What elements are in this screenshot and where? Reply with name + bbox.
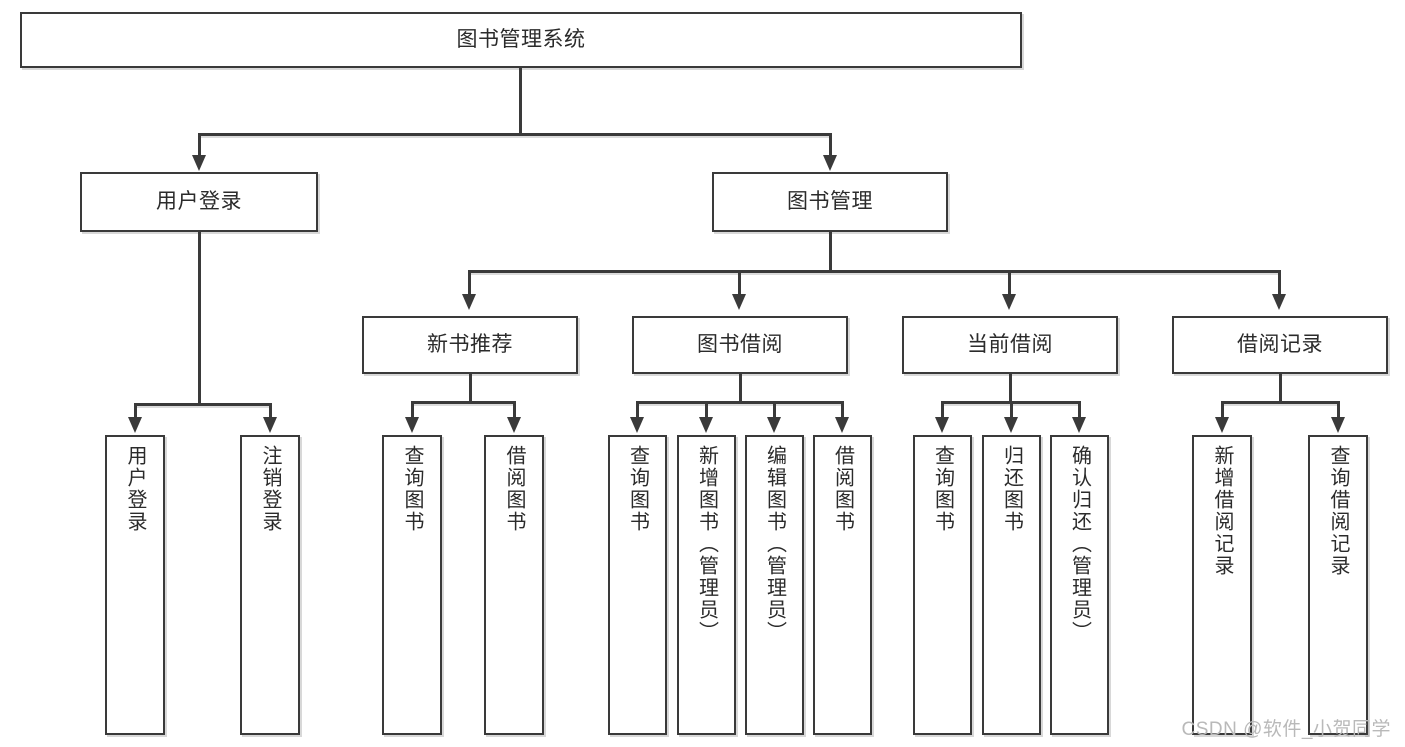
node-label: 借阅图书 xyxy=(831,445,854,533)
arrow-currentborrow-to-leaf1 xyxy=(935,417,949,433)
leaf-newbook-query-book[interactable]: 查询图书 xyxy=(382,435,442,735)
node-label: 用户登录 xyxy=(156,189,242,213)
node-label: 新增图书（管理员） xyxy=(695,445,718,643)
node-label: 图书管理系统 xyxy=(456,27,586,51)
leaf-borrowrecord-query-record[interactable]: 查询借阅记录 xyxy=(1308,435,1368,735)
node-label: 新书推荐 xyxy=(427,332,513,356)
node-user-login[interactable]: 用户登录 xyxy=(80,172,318,232)
arrow-bookborrow-to-leaf1 xyxy=(630,417,644,433)
connector-currentborrow-stem xyxy=(1009,374,1012,403)
connector-bookborrow-to-leaf1 xyxy=(636,401,639,419)
arrow-bookmgmt-to-t3d xyxy=(1272,294,1286,310)
connector-bookmgmt-stem xyxy=(829,232,832,272)
arrow-borrowrecord-to-leaf1 xyxy=(1215,417,1229,433)
connector-newbook-bus xyxy=(411,401,515,404)
connector-currentborrow-to-leaf3 xyxy=(1078,401,1081,419)
leaf-bookborrow-query-book[interactable]: 查询图书 xyxy=(608,435,667,735)
node-label: 借阅图书 xyxy=(503,445,525,533)
watermark: CSDN @软件_小贺同学 xyxy=(1181,719,1391,740)
leaf-currentborrow-confirm-return[interactable]: 确认归还（管理员） xyxy=(1050,435,1109,735)
connector-bookborrow-to-leaf4 xyxy=(841,401,844,419)
leaf-bookborrow-borrow-book[interactable]: 借阅图书 xyxy=(813,435,872,735)
node-label: 查询借阅记录 xyxy=(1327,445,1349,577)
arrow-newbook-to-leaf2 xyxy=(507,417,521,433)
arrow-bookmgmt-to-t3b xyxy=(732,294,746,310)
node-book-management[interactable]: 图书管理 xyxy=(712,172,948,232)
node-borrow-record[interactable]: 借阅记录 xyxy=(1172,316,1388,374)
arrow-bookborrow-to-leaf2 xyxy=(699,417,713,433)
connector-bookmgmt-to-t3c xyxy=(1008,270,1011,296)
node-label: 确认归还（管理员） xyxy=(1068,445,1091,643)
arrow-root-to-bookmgmt xyxy=(823,155,837,171)
node-label: 注销登录 xyxy=(259,445,281,533)
arrow-bookmgmt-to-t3a xyxy=(462,294,476,310)
node-label: 借阅记录 xyxy=(1237,332,1323,356)
node-label: 图书借阅 xyxy=(697,332,783,356)
node-label: 编辑图书（管理员） xyxy=(763,445,786,643)
node-root-system[interactable]: 图书管理系统 xyxy=(20,12,1022,68)
connector-currentborrow-to-leaf1 xyxy=(941,401,944,419)
connector-bookmgmt-to-t3a xyxy=(468,270,471,296)
connector-root-bus xyxy=(198,133,831,136)
node-label: 查询图书 xyxy=(626,445,649,533)
connector-newbook-stem xyxy=(469,374,472,403)
connector-borrowrecord-stem xyxy=(1279,374,1282,403)
arrow-login-to-leaf1 xyxy=(128,417,142,433)
connector-root-stem xyxy=(519,68,522,134)
arrow-bookmgmt-to-t3c xyxy=(1002,294,1016,310)
node-new-book-recommend[interactable]: 新书推荐 xyxy=(362,316,578,374)
leaf-newbook-borrow-book[interactable]: 借阅图书 xyxy=(484,435,544,735)
leaf-currentborrow-return-book[interactable]: 归还图书 xyxy=(982,435,1041,735)
connector-bookmgmt-to-t3d xyxy=(1278,270,1281,296)
connector-login-to-leaf1 xyxy=(134,403,137,419)
connector-bookborrow-to-leaf2 xyxy=(705,401,708,419)
connector-borrowrecord-bus xyxy=(1221,401,1339,404)
connector-bookmgmt-to-t3b xyxy=(738,270,741,296)
connector-borrowrecord-to-leaf1 xyxy=(1221,401,1224,419)
connector-login-bus xyxy=(134,403,271,406)
node-book-borrow[interactable]: 图书借阅 xyxy=(632,316,848,374)
connector-currentborrow-to-leaf2 xyxy=(1010,401,1013,419)
node-label: 归还图书 xyxy=(1000,445,1023,533)
leaf-bookborrow-add-book[interactable]: 新增图书（管理员） xyxy=(677,435,736,735)
arrow-root-to-login xyxy=(192,155,206,171)
node-label: 查询图书 xyxy=(931,445,954,533)
node-label: 查询图书 xyxy=(401,445,423,533)
leaf-borrowrecord-add-record[interactable]: 新增借阅记录 xyxy=(1192,435,1252,735)
node-current-borrow[interactable]: 当前借阅 xyxy=(902,316,1118,374)
arrow-newbook-to-leaf1 xyxy=(405,417,419,433)
connector-bookmgmt-bus xyxy=(468,270,1281,273)
connector-newbook-to-leaf2 xyxy=(513,401,516,419)
leaf-bookborrow-edit-book[interactable]: 编辑图书（管理员） xyxy=(745,435,804,735)
arrow-bookborrow-to-leaf4 xyxy=(835,417,849,433)
leaf-user-logout[interactable]: 注销登录 xyxy=(240,435,300,735)
connector-root-to-login xyxy=(198,133,201,157)
connector-bookborrow-to-leaf3 xyxy=(773,401,776,419)
arrow-currentborrow-to-leaf3 xyxy=(1072,417,1086,433)
node-label: 图书管理 xyxy=(787,189,873,213)
connector-login-to-leaf2 xyxy=(269,403,272,419)
connector-borrowrecord-to-leaf2 xyxy=(1337,401,1340,419)
arrow-login-to-leaf2 xyxy=(263,417,277,433)
connector-root-to-bookmgmt xyxy=(829,133,832,157)
arrow-borrowrecord-to-leaf2 xyxy=(1331,417,1345,433)
node-label: 用户登录 xyxy=(124,445,146,533)
connector-login-stem xyxy=(198,232,201,405)
leaf-currentborrow-query-book[interactable]: 查询图书 xyxy=(913,435,972,735)
arrow-currentborrow-to-leaf2 xyxy=(1004,417,1018,433)
leaf-user-login[interactable]: 用户登录 xyxy=(105,435,165,735)
connector-bookborrow-bus xyxy=(636,401,843,404)
node-label: 当前借阅 xyxy=(967,332,1053,356)
connector-bookborrow-stem xyxy=(739,374,742,403)
connector-newbook-to-leaf1 xyxy=(411,401,414,419)
node-label: 新增借阅记录 xyxy=(1211,445,1233,577)
arrow-bookborrow-to-leaf3 xyxy=(767,417,781,433)
